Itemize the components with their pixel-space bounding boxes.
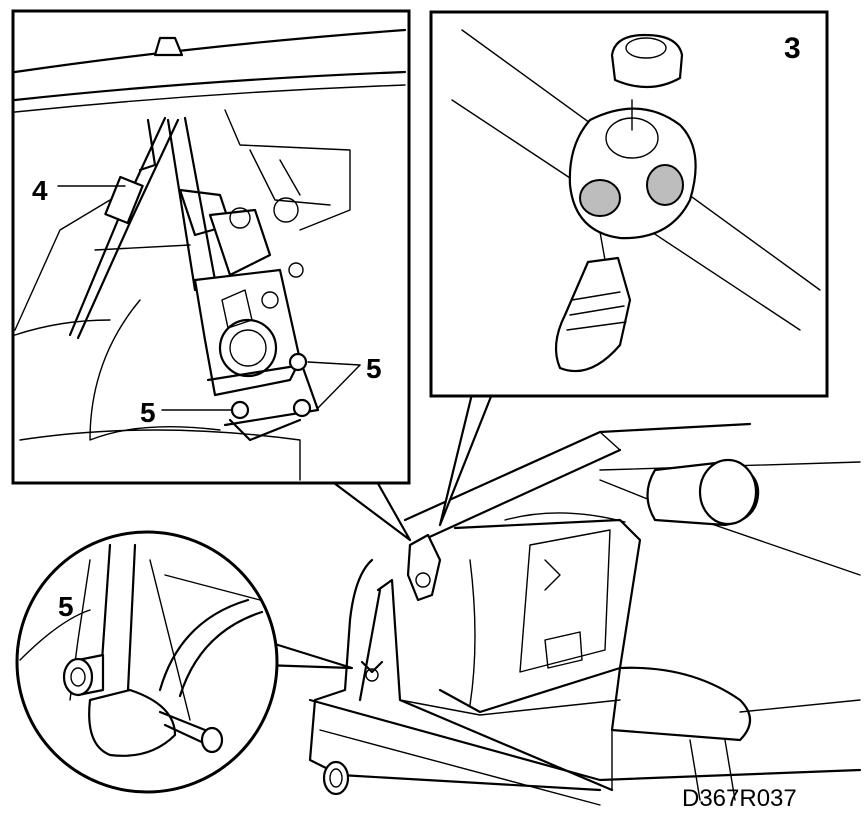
- callout-label-4: 4: [32, 175, 48, 206]
- callout-label-5-left: 5: [140, 397, 156, 428]
- car-trunk-illustration: [308, 422, 862, 806]
- inset-connector-grommet: 3: [429, 10, 829, 398]
- callout-label-5-circle: 5: [58, 591, 74, 622]
- inset-lock-motor: 4 5 5: [11, 9, 411, 485]
- callout-label-5-right: 5: [366, 353, 382, 384]
- figure-code: D367R037: [682, 785, 797, 812]
- inset-circle-detail: 5: [15, 530, 279, 794]
- callout-label-3: 3: [784, 32, 801, 65]
